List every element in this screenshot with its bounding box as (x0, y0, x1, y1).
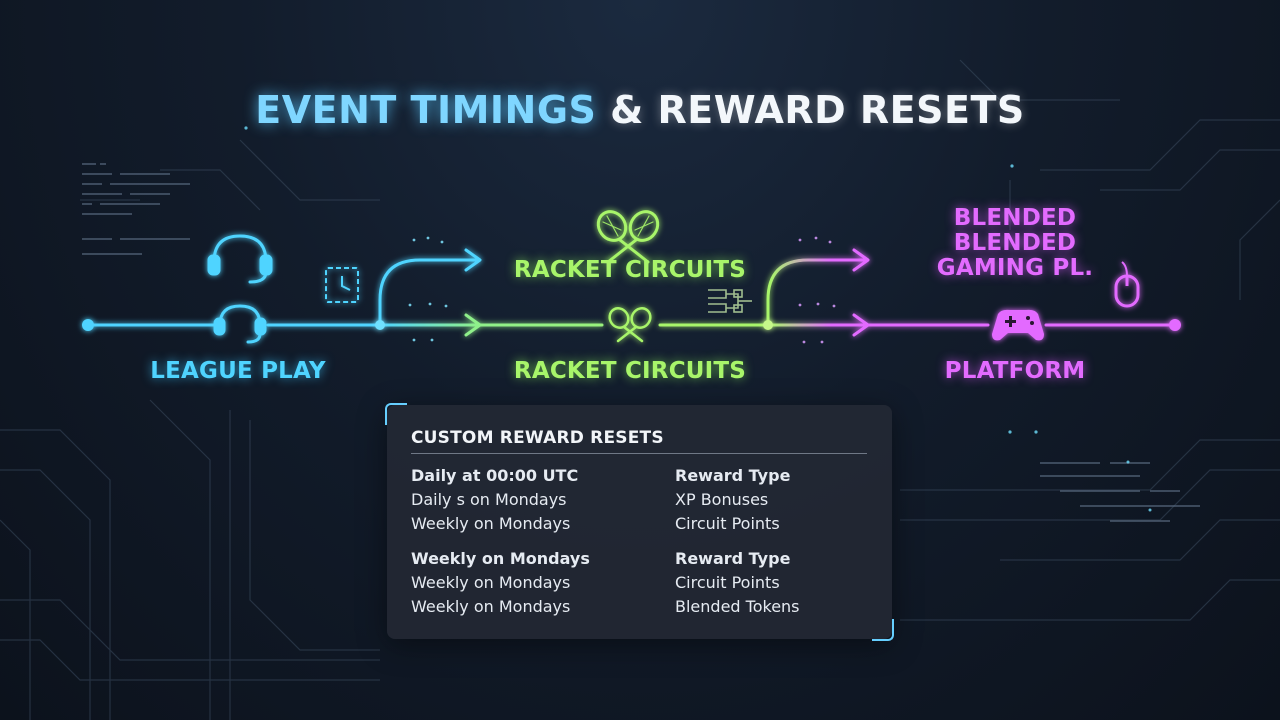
title-part1: EVENT TIMINGS (255, 88, 597, 132)
blended-line-2: BLENDED (953, 230, 1077, 256)
schedule-item: Daily s on Mondays (411, 490, 567, 509)
racket-circuits-label-top: RACKET CIRCUITS (513, 257, 747, 283)
schedule-item: Weekly on Mondays (411, 573, 571, 592)
schedule-item: Weekly on Mondays (411, 549, 590, 568)
crossed-rackets-icon (608, 307, 652, 343)
title-part2: & REWARD RESETS (610, 88, 1025, 132)
panel-corner-accent (385, 403, 407, 425)
panel-corner-accent (872, 619, 894, 641)
headset-icon (207, 234, 273, 284)
reward-resets-panel: CUSTOM REWARD RESETS Daily at 00:00 UTC … (385, 403, 894, 641)
bracket-icon (708, 289, 752, 313)
schedule-item: Weekly on Mondays (411, 514, 571, 533)
timeline-start-node (82, 319, 94, 331)
reward-type-heading: Reward Type (675, 549, 791, 568)
crossed-rackets-icon (596, 210, 660, 264)
page-title: EVENT TIMINGS & REWARD RESETS (0, 88, 1280, 132)
main-arrow-head-league (464, 313, 482, 337)
schedule-column-2: Weekly on Mondays Weekly on Mondays Week… (411, 547, 590, 619)
branch-arrow-head-racket (852, 248, 870, 272)
reward-item: Circuit Points (675, 573, 780, 592)
reward-item: Circuit Points (675, 514, 780, 533)
reward-item: XP Bonuses (675, 490, 769, 509)
timeline-junction-1 (375, 320, 385, 330)
blended-line-1: BLENDED (953, 205, 1077, 231)
branch-arrow-league (378, 258, 480, 324)
headset-icon (213, 304, 267, 344)
schedule-item: Weekly on Mondays (411, 597, 571, 616)
platform-label: PLATFORM (944, 358, 1086, 384)
schedule-item: Daily at 00:00 UTC (411, 466, 579, 485)
reward-item: Blended Tokens (675, 597, 800, 616)
racket-circuits-label-bottom: RACKET CIRCUITS (513, 358, 747, 384)
branch-arrow-head-league (464, 248, 482, 272)
blended-line-3: GAMING PL. (936, 255, 1094, 281)
main-arrow-head-racket (852, 313, 870, 337)
timeline-end-node (1169, 319, 1181, 331)
gamepad-icon (992, 309, 1044, 341)
league-play-label: LEAGUE PLAY (150, 358, 326, 384)
reward-column-2: Reward Type Circuit Points Blended Token… (675, 547, 800, 619)
blended-gaming-label: BLENDED BLENDED GAMING PL. (925, 206, 1105, 281)
mouse-icon (1114, 261, 1140, 308)
panel-title: CUSTOM REWARD RESETS (411, 428, 664, 448)
schedule-column-1: Daily at 00:00 UTC Daily s on Mondays We… (411, 464, 578, 536)
reward-column-1: Reward Type XP Bonuses Circuit Points (675, 464, 790, 536)
timeline-junction-2 (763, 320, 773, 330)
reward-type-heading: Reward Type (675, 466, 791, 485)
branch-arrow-racket (766, 258, 868, 324)
clock-icon (325, 267, 359, 303)
panel-divider (411, 453, 867, 454)
